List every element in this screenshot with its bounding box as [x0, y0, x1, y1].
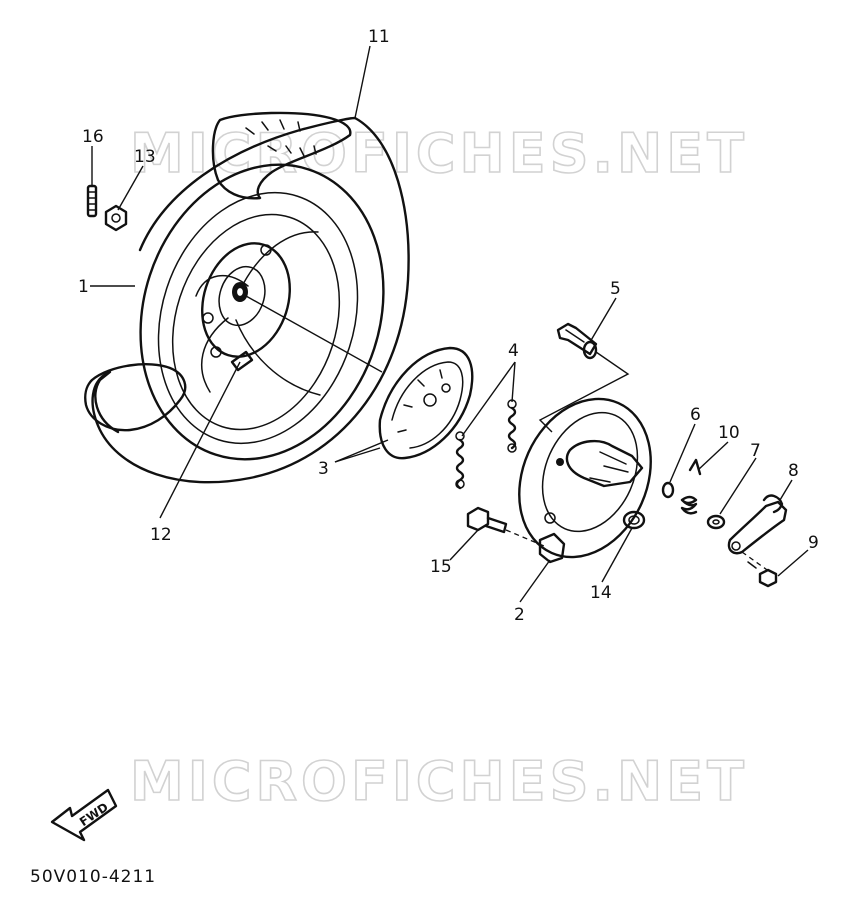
callout-15: 15	[430, 557, 452, 577]
hub-bolt	[260, 244, 272, 256]
watermark-bottom: MICROFICHES.NET	[130, 750, 748, 813]
callout-14: 14	[590, 583, 612, 603]
valve-stem	[230, 350, 254, 372]
callout-3: 3	[318, 459, 329, 479]
brake-shoe-kit	[378, 346, 474, 460]
callout-6: 6	[690, 405, 701, 425]
callout-11: 11	[368, 27, 390, 47]
washer-part-7	[706, 514, 726, 530]
callout-1: 1	[78, 277, 89, 297]
hub-inner	[218, 265, 266, 327]
callout-7: 7	[750, 441, 761, 461]
callout-2: 2	[514, 605, 525, 625]
oil-seal-part-14-inner	[628, 515, 640, 525]
assembly-line-lever	[741, 551, 771, 573]
callout-5: 5	[610, 279, 621, 299]
hub-axle-center	[234, 285, 246, 299]
callout-4: 4	[508, 341, 519, 361]
diagram-code: 50V010-4211	[30, 867, 156, 887]
torsion-spring-part-10	[680, 458, 702, 515]
callout-13: 13	[134, 147, 156, 167]
rim-lip	[157, 191, 359, 445]
nut-part-13	[104, 204, 128, 232]
fwd-label: FWD	[77, 800, 111, 829]
callout-8: 8	[788, 461, 799, 481]
bolt-part-15	[466, 506, 508, 534]
bolt-part-9	[747, 561, 778, 588]
tire-cutaway-top	[211, 111, 352, 200]
brake-shoe-plate-part-2	[518, 397, 652, 564]
hub-bolt	[210, 346, 222, 358]
washer-part-7-inner	[712, 519, 720, 525]
assembly-line-bolt-15	[505, 529, 545, 547]
rim-outer	[139, 163, 385, 461]
brake-spring-b	[507, 399, 517, 453]
assembly-line-camshaft	[538, 351, 630, 433]
forward-direction-arrow: FWD	[50, 788, 118, 842]
brake-spring-a	[455, 431, 465, 490]
wheel-spokes	[195, 231, 321, 396]
callout-16: 16	[82, 127, 104, 147]
callout-10: 10	[718, 423, 740, 443]
tire-tread-marks	[245, 119, 317, 157]
callout-9: 9	[808, 533, 819, 553]
o-ring-part-6	[661, 481, 675, 499]
camshaft-lever-part-8	[727, 494, 788, 555]
rear-wheel-assembly	[84, 111, 410, 484]
hub-bolt	[202, 312, 214, 324]
rim-inner	[171, 213, 341, 431]
tire-outline	[91, 116, 410, 484]
callout-12: 12	[150, 525, 172, 545]
tire-cutaway-bottom	[84, 363, 187, 432]
stud-bolt-part-16	[86, 184, 98, 218]
oil-seal-part-14	[622, 510, 646, 530]
leader-lines	[90, 45, 809, 603]
watermark-top: MICROFICHES.NET	[130, 122, 748, 185]
